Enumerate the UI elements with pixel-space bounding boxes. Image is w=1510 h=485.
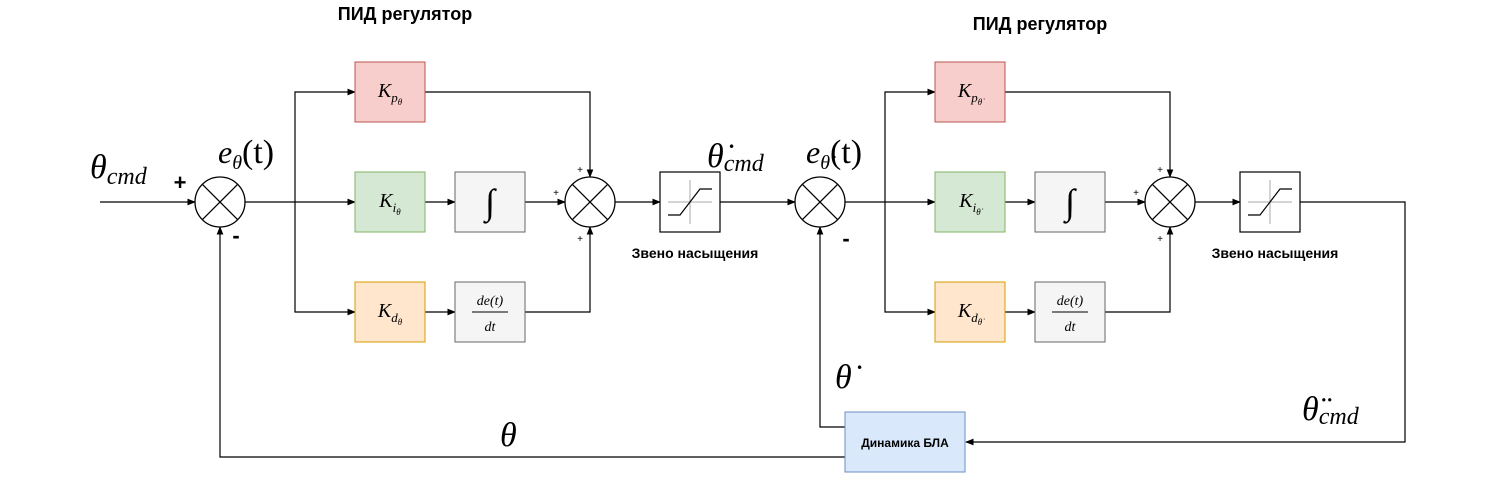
pid1-ki-block: Kiθ	[354, 171, 426, 233]
pid2-kd-block: Kdθ̇	[934, 281, 1006, 343]
pid2-kp-block: Kpθ̇	[934, 61, 1006, 123]
pid1-deriv-num: de(t)	[477, 294, 504, 309]
pid1-kd-block: Kdθ	[354, 281, 426, 343]
signal-sat2-out: θ̈cmd	[1302, 391, 1360, 430]
pid2-kp-sub: p	[970, 90, 978, 105]
pid1-sum-plus-top: +	[577, 165, 583, 176]
plant-block: Динамика БЛА	[844, 411, 966, 473]
pid1-kd-base: K	[377, 300, 393, 322]
pid2-sum-plus-bottom: +	[1157, 234, 1163, 245]
wires-loop2	[816, 88, 1406, 446]
pid1-ki-base: K	[378, 190, 394, 212]
pid1-kp-block: Kpθ	[354, 61, 426, 123]
sum1-junction	[194, 176, 246, 228]
pid1-kp-sub: p	[390, 90, 398, 105]
pid2-sum-plus-left: +	[1133, 188, 1139, 199]
signal-err2: eθ̇(t)	[806, 134, 862, 174]
integral-icon: ∫	[483, 182, 497, 224]
pid2-ki-subsub: θ̇	[976, 207, 983, 217]
svg-text:Kpθ: Kpθ	[377, 80, 403, 107]
saturation-icon	[1248, 188, 1292, 216]
sum1-minus: -	[232, 223, 239, 248]
pid1-deriv-den: dt	[485, 320, 497, 335]
pid2-ki-block: Kiθ̇	[934, 171, 1006, 233]
svg-text:Kpθ̇: Kpθ̇	[957, 80, 985, 107]
pid2-derivative-block: de(t) dt	[1034, 281, 1106, 343]
pid1-ki-subsub: θ	[396, 207, 401, 217]
svg-text:Kiθ: Kiθ	[378, 190, 401, 217]
pid1-sum-plus-bottom: +	[577, 234, 583, 245]
pid1-kd-subsub: θ	[398, 317, 403, 327]
pid2-sum-plus-top: +	[1157, 165, 1163, 176]
sum1-plus: +	[174, 170, 187, 195]
sum2-minus: -	[842, 226, 849, 251]
saturation-icon	[668, 188, 712, 216]
sum2-junction	[794, 176, 846, 228]
saturation2-block	[1239, 171, 1301, 233]
signal-err1: eθ(t)	[218, 134, 274, 174]
pid1-derivative-block: de(t) dt	[454, 281, 526, 343]
saturation1-label: Звено насыщения	[632, 245, 759, 261]
pid2-sum-junction	[1144, 176, 1196, 228]
svg-text:Kiθ̇: Kiθ̇	[958, 190, 983, 217]
pid2-ki-sub: i	[973, 200, 977, 215]
saturation2-label: Звено насыщения	[1212, 245, 1339, 261]
pid1-kp-subsub: θ	[398, 97, 403, 107]
pid2-deriv-den: dt	[1065, 320, 1077, 335]
pid2-kd-sub: d	[971, 310, 978, 325]
pid2-kd-base: K	[957, 300, 973, 322]
pid1-title: ПИД регулятор	[338, 4, 472, 24]
pid2-kp-base: K	[957, 80, 973, 102]
svg-text:Kdθ: Kdθ	[377, 300, 403, 327]
signal-theta: θ	[500, 417, 517, 454]
wires-loop1	[100, 88, 845, 458]
pid1-integrator-block: ∫	[454, 171, 526, 233]
pid1-kp-base: K	[377, 80, 393, 102]
pid2-ki-base: K	[958, 190, 974, 212]
integral-icon: ∫	[1063, 182, 1077, 224]
signal-theta-dot: θ̇	[835, 359, 862, 396]
pid2-kd-subsub: θ̇	[978, 317, 985, 327]
pid2-title: ПИД регулятор	[973, 14, 1107, 34]
signal-sat1-out: θ̇cmd	[707, 138, 765, 177]
pid1-kd-sub: d	[391, 310, 398, 325]
pid2-integrator-block: ∫	[1034, 171, 1106, 233]
pid2-kp-subsub: θ̇	[978, 97, 985, 107]
pid1-sum-plus-left: +	[553, 188, 559, 199]
plant-label: Динамика БЛА	[861, 436, 949, 450]
svg-text:Kdθ̇: Kdθ̇	[957, 300, 985, 327]
pid2-deriv-num: de(t)	[1057, 294, 1084, 309]
pid1-sum-junction	[564, 176, 616, 228]
pid1-ki-sub: i	[393, 200, 397, 215]
signal-input: θcmd	[90, 149, 148, 190]
saturation1-block	[659, 171, 721, 233]
